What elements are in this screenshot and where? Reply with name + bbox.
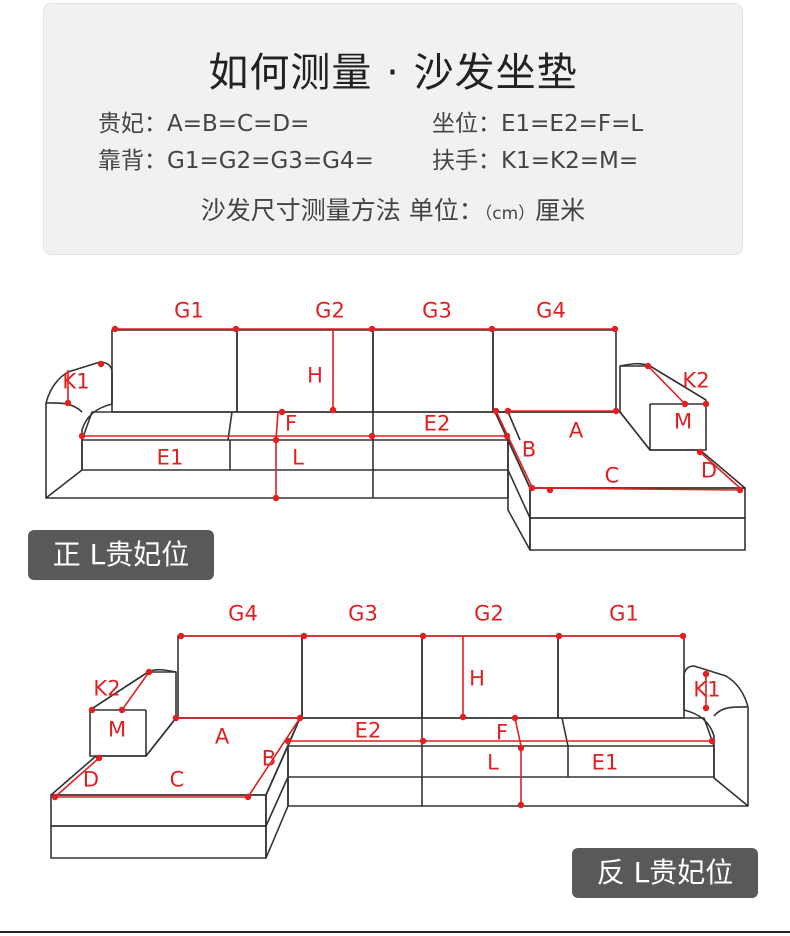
label-f-mirror: F	[495, 720, 509, 745]
label-k1-mirror: K1	[693, 677, 721, 702]
label-e1-mirror: E1	[591, 750, 619, 775]
spec-seat: 坐位：E1=E2=F=L	[432, 111, 644, 137]
measure-points	[64, 325, 744, 502]
label-g1: G1	[174, 298, 204, 323]
unit-cm: （cm）	[483, 204, 536, 224]
label-g4: G4	[536, 298, 566, 323]
label-h: H	[307, 363, 323, 388]
label-d: D	[700, 458, 718, 483]
label-m-mirror: M	[107, 717, 127, 742]
label-k2-mirror: K2	[93, 676, 121, 701]
label-l: L	[292, 445, 304, 470]
label-e2: E2	[423, 411, 451, 436]
label-b: B	[521, 437, 537, 462]
unit-prefix: 沙发尺寸测量方法 单位：	[200, 196, 484, 225]
sofa-drawing-right-chaise	[45, 325, 746, 551]
measure-lines-mirror	[54, 635, 712, 805]
spec-backrest: 靠背：G1=G2=G3=G4=	[98, 148, 374, 174]
label-g3: G3	[422, 298, 452, 323]
header-panel: 如何测量 · 沙发坐垫 贵妃：A=B=C=D= 坐位：E1=E2=F=L 靠背：…	[43, 3, 743, 255]
bottom-divider	[0, 931, 790, 933]
label-a: A	[568, 418, 584, 443]
label-g4-mirror: G4	[228, 601, 258, 626]
label-a-mirror: A	[214, 724, 230, 749]
unit-suffix: 厘米	[535, 196, 586, 225]
label-d-mirror: D	[82, 767, 100, 792]
label-e2-mirror: E2	[354, 718, 382, 743]
label-k1: K1	[62, 369, 90, 394]
measure-points-mirror	[51, 632, 716, 809]
spec-armrest: 扶手：K1=K2=M=	[432, 148, 639, 174]
measure-lines	[67, 328, 741, 498]
label-g2: G2	[315, 298, 345, 323]
label-c: C	[604, 463, 620, 488]
label-f: F	[284, 411, 298, 436]
unit-note: 沙发尺寸测量方法 单位：（cm）厘米	[44, 191, 742, 227]
page-title: 如何测量 · 沙发坐垫	[208, 50, 578, 96]
label-g2-mirror: G2	[474, 601, 504, 626]
label-b-mirror: B	[261, 746, 277, 771]
label-g3-mirror: G3	[348, 601, 378, 626]
badge-right-chaise: 正 L贵妃位	[28, 530, 214, 580]
label-k2: K2	[682, 368, 710, 393]
sofa-outline-mirror	[50, 635, 749, 859]
label-l-mirror: L	[487, 750, 499, 775]
spec-chaise: 贵妃：A=B=C=D=	[98, 111, 310, 137]
label-c-mirror: C	[169, 767, 185, 792]
label-g1-mirror: G1	[609, 601, 639, 626]
label-e1: E1	[156, 445, 184, 470]
label-m: M	[673, 409, 693, 434]
label-h-mirror: H	[469, 666, 485, 691]
badge-left-chaise: 反 L贵妃位	[572, 848, 758, 898]
